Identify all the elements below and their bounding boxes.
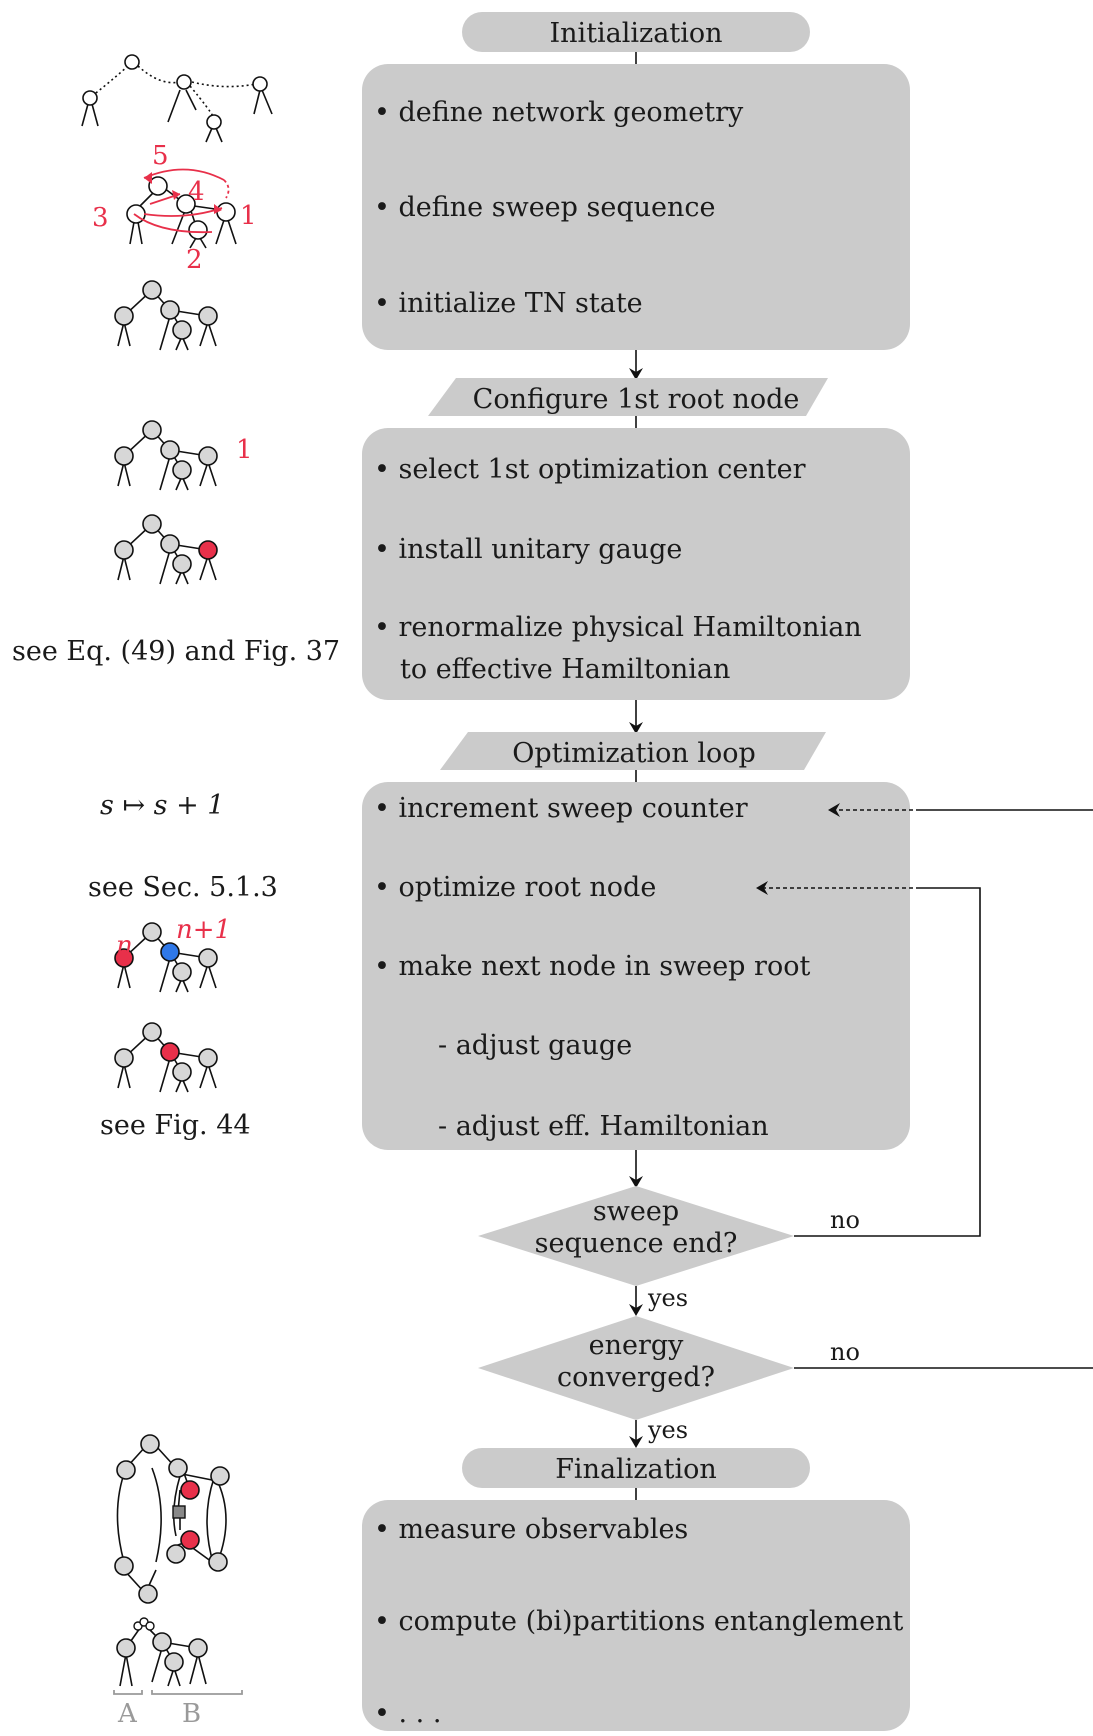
init-box xyxy=(362,64,910,350)
energy-line-1: energy xyxy=(589,1330,685,1361)
tree-node xyxy=(160,1042,180,1062)
tree-node xyxy=(114,540,134,560)
no-label-2: no xyxy=(830,1338,860,1366)
sweep-sequence-illustration: 5 4 3 1 2 xyxy=(92,141,257,275)
tree-node xyxy=(172,460,192,480)
final-item-3: • . . . xyxy=(374,1698,441,1729)
initialization-header xyxy=(462,12,810,52)
yes-label-1: yes xyxy=(647,1284,688,1312)
tree-node xyxy=(198,306,218,326)
config-item-4: to effective Hamiltonian xyxy=(400,654,730,685)
tree-node xyxy=(142,922,162,942)
config-center-label: 1 xyxy=(236,435,253,465)
init-item-2: • define sweep sequence xyxy=(374,192,716,223)
tree-node xyxy=(114,948,134,968)
tree-node xyxy=(198,446,218,466)
see-eq-note: see Eq. (49) and Fig. 37 xyxy=(12,636,340,667)
first-center-illustration xyxy=(114,420,218,491)
tree-node xyxy=(164,1652,184,1672)
tree-node xyxy=(172,962,192,982)
tree-node xyxy=(160,534,180,554)
finalization-header xyxy=(462,1448,810,1488)
next-node-illustration xyxy=(114,922,218,993)
tree-node xyxy=(142,280,162,300)
opt-item-1: • increment sweep counter xyxy=(374,793,748,824)
sweep-num-2: 2 xyxy=(186,245,203,275)
sweep-end-decision xyxy=(478,1186,794,1286)
network-geometry-illustration xyxy=(81,54,273,143)
yes-label-2: yes xyxy=(647,1416,688,1444)
final-item-1: • measure observables xyxy=(374,1514,688,1545)
tree-node xyxy=(198,540,218,560)
tree-node xyxy=(142,514,162,534)
optimization-header xyxy=(440,732,826,770)
tree-node xyxy=(198,1048,218,1068)
tree-node xyxy=(172,1062,192,1082)
config-box xyxy=(362,428,910,700)
tree-node xyxy=(114,306,134,326)
n-plus-1-label: n+1 xyxy=(176,915,231,945)
see-fig-note: see Fig. 44 xyxy=(100,1110,251,1141)
partition-a-label: A xyxy=(117,1699,138,1729)
tree-node xyxy=(188,1638,208,1658)
sweep-num-4: 4 xyxy=(188,177,205,207)
tree-node xyxy=(160,300,180,320)
tree-node xyxy=(172,320,192,340)
config-item-3: • renormalize physical Hamiltonian xyxy=(374,612,862,643)
n-label: n xyxy=(116,931,133,961)
opt-item-4: - adjust gauge xyxy=(438,1030,632,1061)
init-item-3: • initialize TN state xyxy=(374,288,643,319)
sweep-num-1: 1 xyxy=(240,201,257,231)
unitary-gauge-illustration xyxy=(114,514,218,585)
adjust-gauge-illustration xyxy=(114,1022,218,1093)
tree-node xyxy=(116,1638,136,1658)
final-box xyxy=(362,1500,910,1731)
opt-item-5: - adjust eff. Hamiltonian xyxy=(438,1111,769,1142)
opt-item-3: • make next node in sweep root xyxy=(374,951,810,982)
tn-state-illustration xyxy=(114,280,218,351)
observable-network-illustration xyxy=(114,1434,230,1604)
no-label-1: no xyxy=(830,1206,860,1234)
energy-line-2: converged? xyxy=(557,1362,715,1393)
config-item-2: • install unitary gauge xyxy=(374,534,682,565)
see-sec-note: see Sec. 5.1.3 xyxy=(88,872,278,903)
final-item-2: • compute (bi)partitions entanglement xyxy=(374,1606,903,1637)
tree-node xyxy=(114,1048,134,1068)
configure-title: Configure 1st root node xyxy=(473,384,800,415)
sweep-end-line-2: sequence end? xyxy=(535,1228,738,1259)
config-item-1: • select 1st optimization center xyxy=(374,454,806,485)
tree-node xyxy=(114,446,134,466)
energy-decision xyxy=(478,1316,794,1420)
sweep-counter-formula: s ↦ s + 1 xyxy=(100,790,224,821)
sweep-end-line-1: sweep xyxy=(593,1196,679,1227)
tree-node xyxy=(172,554,192,574)
configure-header xyxy=(428,378,828,416)
tree-node xyxy=(160,440,180,460)
tree-node xyxy=(142,1022,162,1042)
init-item-1: • define network geometry xyxy=(374,97,744,128)
tree-node xyxy=(152,1632,172,1652)
tree-node xyxy=(160,942,180,962)
tree-node xyxy=(198,948,218,968)
partition-b-label: B xyxy=(182,1699,201,1729)
optimization-box xyxy=(362,782,910,1150)
opt-item-2: • optimize root node xyxy=(374,872,656,903)
tree-node xyxy=(142,420,162,440)
initialization-title: Initialization xyxy=(550,18,723,49)
finalization-title: Finalization xyxy=(555,1454,717,1485)
bipartition-illustration xyxy=(116,1617,208,1687)
optimization-title: Optimization loop xyxy=(512,738,756,769)
sweep-num-3: 3 xyxy=(92,203,109,233)
sweep-num-5: 5 xyxy=(152,141,169,171)
